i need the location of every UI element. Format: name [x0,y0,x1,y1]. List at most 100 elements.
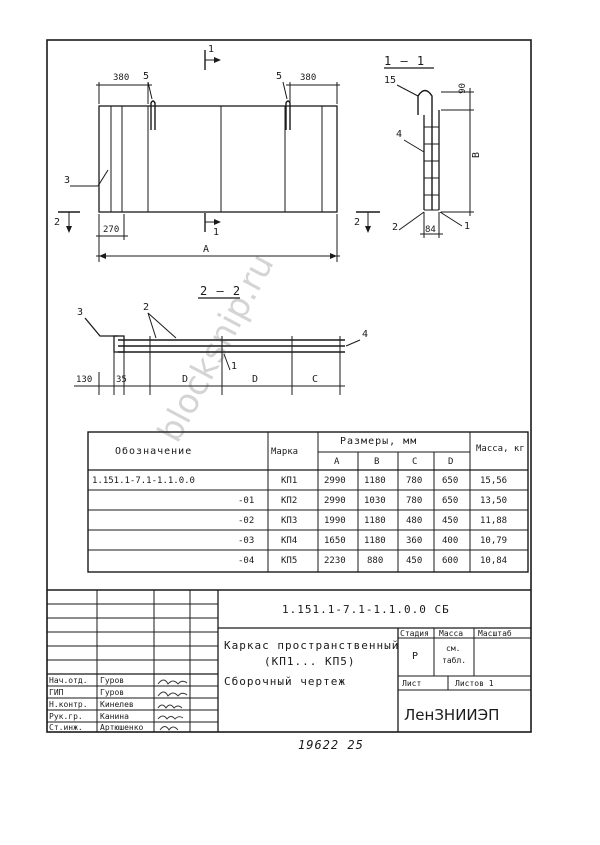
section-mark-1-bottom: 1 [213,227,220,238]
header-b: B [374,457,380,467]
callout-2-section22: 2 [143,302,150,313]
signature-name: Кинелев [100,700,134,709]
signature-role: Нач.отд. [49,676,88,685]
section-1-1-view [356,67,474,238]
callout-1-section11: 1 [464,221,471,232]
row-a: 1650 [324,536,346,546]
row-d: 400 [442,536,459,546]
row-a: 2230 [324,556,346,566]
row-c: 780 [406,476,423,486]
title-block-grid [47,589,531,732]
row-mark: КП5 [281,556,298,566]
dim-d-second: D [252,374,259,385]
mass-value-line1: см. [446,644,461,653]
row-designation: -02 [238,516,255,526]
spec-table-grid [87,431,529,573]
row-c: 360 [406,536,423,546]
stage-label: Стадия [400,629,429,638]
dim-overall-a: A [203,244,210,255]
section-1-1-title: 1 — 1 [384,54,426,68]
header-c: C [412,457,418,467]
row-b: 1180 [364,516,386,526]
row-mass: 13,50 [480,496,508,506]
row-mass: 15,56 [480,476,508,486]
callout-3-top: 3 [64,175,71,186]
callout-4-section11: 4 [396,129,403,140]
header-d: D [448,457,454,467]
dim-380-left: 380 [113,73,130,83]
row-c: 780 [406,496,423,506]
dim-380-right: 380 [300,73,317,83]
row-mark: КП1 [281,476,298,486]
row-d: 650 [442,496,459,506]
row-mass: 10,84 [480,556,508,566]
dim-c: C [312,374,319,385]
dim-84: 84 [425,225,436,235]
top-view [58,50,340,262]
callout-1-section22: 1 [231,361,238,372]
signature-role: Рук.гр. [49,712,83,721]
row-mark: КП4 [281,536,298,546]
signature-scribbles [157,679,188,731]
dim-130: 130 [76,375,93,385]
header-mark: Марка [271,447,299,457]
document-code: 1.151.1-7.1-1.1.0.0 СБ [282,603,450,616]
stage-value: Р [412,651,419,662]
header-a: A [334,457,340,467]
row-d: 600 [442,556,459,566]
mass-value-line2: табл. [442,656,467,665]
row-a: 1990 [324,516,346,526]
dim-270: 270 [103,225,120,235]
row-mass: 11,88 [480,516,508,526]
row-d: 650 [442,476,459,486]
signature-name: Артюшенко [100,723,144,732]
row-designation: 1.151.1-7.1-1.1.0.0 [92,476,195,486]
row-b: 1030 [364,496,386,506]
dim-35: 35 [116,375,127,385]
sheet-frame [46,39,532,733]
drawing-name-line2: (КП1... КП5) [264,655,356,668]
row-c: 480 [406,516,423,526]
arrowheads [66,57,371,259]
callout-5-right: 5 [276,71,283,82]
row-mark: КП2 [281,496,298,506]
header-sizes: Размеры, мм [340,436,418,447]
side-mark-2-right: 2 [354,217,361,228]
signature-role: ГИП [49,688,64,697]
signature-name: Гуров [100,676,125,685]
row-b: 1180 [364,536,386,546]
side-mark-2-left: 2 [54,217,61,228]
row-mark: КП3 [281,516,298,526]
row-b: 880 [367,556,384,566]
dim-height-b: B [471,151,483,159]
sheet-label: Лист [402,679,422,688]
callout-15: 15 [384,75,397,86]
signature-name: Гуров [100,688,125,697]
row-b: 1180 [364,476,386,486]
header-designation: Обозначение [115,446,193,457]
archive-number: 19622 25 [298,738,364,752]
organization-name: ЛенЗНИИЭП [404,706,500,724]
mass-label: Масса [439,629,464,638]
drawing-name-line1: Каркас пространственный [224,639,400,652]
signature-name: Канина [100,712,129,721]
row-c: 450 [406,556,423,566]
scale-label: Масштаб [478,629,512,638]
signature-role: Ст.инж. [49,723,83,732]
row-designation: -03 [238,536,255,546]
callout-2-section11: 2 [392,222,399,233]
sheets-label: Листов 1 [455,679,494,688]
header-mass: Масса, кг [476,444,525,454]
row-mass: 10,79 [480,536,508,546]
section-mark-1-top: 1 [208,44,215,55]
section-2-2-view [74,297,361,395]
signature-role: Н.контр. [49,700,88,709]
row-a: 2990 [324,496,346,506]
callout-4-section22: 4 [362,329,369,340]
dim-90: 90 [457,83,468,94]
row-designation: -01 [238,496,255,506]
row-a: 2990 [324,476,346,486]
callout-5-left: 5 [143,71,150,82]
